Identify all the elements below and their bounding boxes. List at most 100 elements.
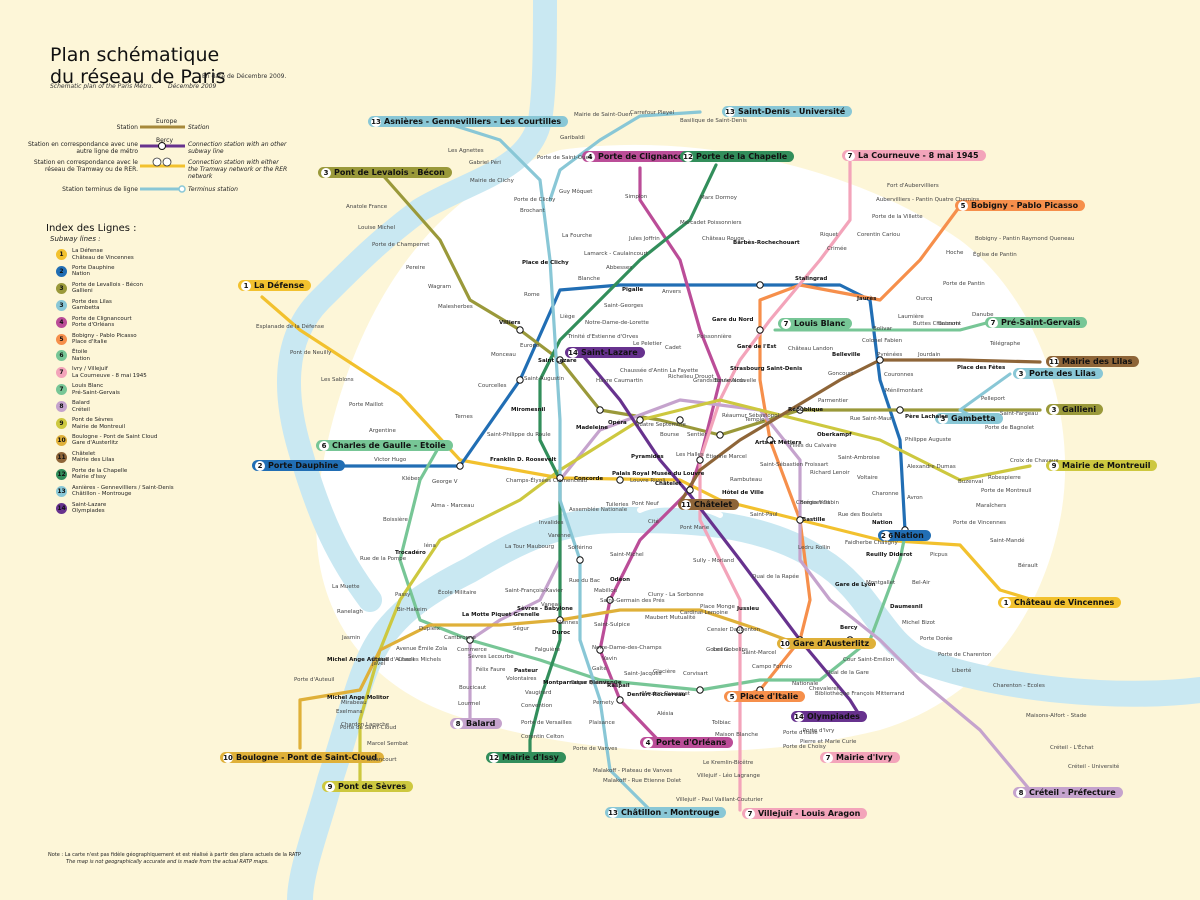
- station-label[interactable]: Chardon Lagache: [341, 722, 390, 728]
- station-label[interactable]: Palais Royal Musée du Louvre: [612, 471, 705, 477]
- station-label[interactable]: Pierre et Marie Curie: [800, 739, 857, 745]
- station-label[interactable]: Étienne Marcel: [706, 454, 747, 460]
- station-label[interactable]: Ménilmontant: [885, 388, 924, 394]
- station-label[interactable]: Le Peletier: [633, 341, 662, 347]
- station-label[interactable]: Châtelet: [655, 481, 682, 487]
- station-label[interactable]: Jaurès: [857, 296, 877, 302]
- station-label[interactable]: Rue des Boulets: [838, 512, 883, 518]
- station-label[interactable]: Porte de Bagnolet: [985, 425, 1035, 431]
- station-label[interactable]: Porte d'Auteuil: [294, 677, 335, 683]
- station-label[interactable]: Pelleport: [981, 396, 1006, 402]
- station-label[interactable]: Trocadéro: [395, 550, 426, 556]
- station-label[interactable]: Liberté: [952, 668, 972, 674]
- station-label[interactable]: Quai de la Rapée: [752, 574, 800, 580]
- station-label[interactable]: Montparnasse Bienvenüe: [543, 680, 622, 686]
- station-label[interactable]: Bréguet Sabin: [800, 500, 839, 506]
- station-label[interactable]: Porte de Vincennes: [953, 520, 1006, 526]
- station-label[interactable]: Porte de Clichy: [514, 197, 556, 203]
- station-label[interactable]: Richard Lenoir: [810, 470, 850, 476]
- station-label[interactable]: Grands Boulevards: [693, 378, 746, 384]
- station-label[interactable]: Tuileries: [606, 502, 629, 508]
- station-label[interactable]: Rome: [524, 292, 540, 298]
- station-label[interactable]: Notre-Dame-des-Champs: [592, 645, 662, 651]
- station-label[interactable]: Opéra: [608, 420, 627, 426]
- station-label[interactable]: Saint-Paul: [750, 512, 778, 518]
- station-label[interactable]: Filles du Calvaire: [790, 443, 837, 449]
- station-label[interactable]: Gabriel Péri: [469, 160, 501, 166]
- station-label[interactable]: Trinité d'Estienne d'Orves: [568, 334, 639, 340]
- station-label[interactable]: Gare du Nord: [712, 317, 754, 323]
- station-label[interactable]: Edgar Quinet: [571, 680, 608, 686]
- station-label[interactable]: Exelmans: [336, 709, 363, 715]
- station-label[interactable]: Charles Michels: [398, 657, 442, 663]
- station-label[interactable]: Pont Neuf: [632, 501, 659, 507]
- station-label[interactable]: Saint-Germain des Prés: [600, 598, 665, 604]
- station-label[interactable]: Assemblée Nationale: [569, 507, 628, 513]
- station-label[interactable]: Mirabeau: [341, 700, 367, 706]
- station-label[interactable]: Cluny - La Sorbonne: [648, 592, 704, 598]
- station-label[interactable]: Sèvres - Babylone: [517, 606, 573, 612]
- station-label[interactable]: Plaisance: [589, 720, 615, 726]
- station-label[interactable]: Ternes: [455, 414, 473, 420]
- station-label[interactable]: Pont de Neuilly: [290, 350, 332, 356]
- station-label[interactable]: Voltaire: [857, 475, 878, 481]
- station-label[interactable]: Blanche: [578, 276, 601, 282]
- station-label[interactable]: Saint-Georges: [604, 303, 644, 309]
- station-label[interactable]: Porte de Saint-Cloud: [340, 725, 397, 731]
- station-label[interactable]: Maraîchers: [976, 503, 1007, 509]
- station-label[interactable]: Pereire: [406, 265, 426, 271]
- station-label[interactable]: Daumesnil: [890, 604, 923, 610]
- station-label[interactable]: Abbesses: [606, 265, 633, 271]
- station-label[interactable]: La Motte Piquet Grenelle: [462, 612, 540, 618]
- station-label[interactable]: Les Agnettes: [448, 148, 484, 154]
- station-label[interactable]: Anatole France: [346, 204, 388, 210]
- station-label[interactable]: Mairie de Saint-Ouen: [574, 112, 633, 118]
- station-label[interactable]: Cadet: [665, 345, 682, 351]
- station-label[interactable]: Reuilly Diderot: [866, 552, 913, 558]
- station-label[interactable]: Pasteur: [514, 668, 538, 674]
- station-label[interactable]: Quai de la Gare: [826, 670, 869, 676]
- station-label[interactable]: Jussieu: [737, 606, 760, 612]
- station-label[interactable]: Poissonnière: [697, 334, 732, 340]
- station-label[interactable]: Malesherbes: [438, 304, 473, 310]
- station-label[interactable]: Sèvres Lecourbe: [468, 654, 514, 660]
- station-label[interactable]: Lamarck - Caulaincourt: [584, 251, 648, 257]
- station-label[interactable]: Nationale: [792, 681, 819, 687]
- station-label[interactable]: Villiers: [499, 320, 521, 326]
- station-label[interactable]: Porte de Vanves: [573, 746, 618, 752]
- station-label[interactable]: Courcelles: [478, 383, 507, 389]
- station-label[interactable]: Saint-Michel: [610, 552, 644, 558]
- station-label[interactable]: La Fourche: [562, 233, 593, 239]
- station-label[interactable]: Saint Lazare: [538, 358, 577, 364]
- station-label[interactable]: Saint-Jacques: [624, 671, 662, 677]
- station-label[interactable]: Notre-Dame-de-Lorette: [585, 320, 649, 326]
- station-label[interactable]: Denfert Rochereau: [627, 692, 686, 698]
- station-label[interactable]: Les Gobelins: [713, 647, 748, 653]
- station-label[interactable]: Ledru Rollin: [798, 545, 831, 551]
- station-label[interactable]: Bérault: [1018, 563, 1038, 569]
- station-label[interactable]: Gaîté: [592, 666, 607, 672]
- station-label[interactable]: Jourdain: [918, 352, 941, 358]
- station-label[interactable]: Maubert Mutualité: [645, 615, 696, 621]
- station-label[interactable]: Lourmel: [458, 701, 481, 707]
- station-label[interactable]: Télégraphe: [990, 341, 1021, 347]
- station-label[interactable]: Raspail: [607, 683, 630, 689]
- station-label[interactable]: Sentier: [687, 432, 707, 438]
- station-label[interactable]: Passy: [395, 592, 411, 598]
- station-label[interactable]: Falguière: [535, 647, 560, 653]
- station-label[interactable]: Varenne: [548, 533, 571, 539]
- station-label[interactable]: Bonne Nouvelle: [713, 378, 757, 384]
- station-label[interactable]: Saint-Philippe du Roule: [487, 432, 551, 438]
- station-label[interactable]: Miromesnil: [511, 407, 546, 413]
